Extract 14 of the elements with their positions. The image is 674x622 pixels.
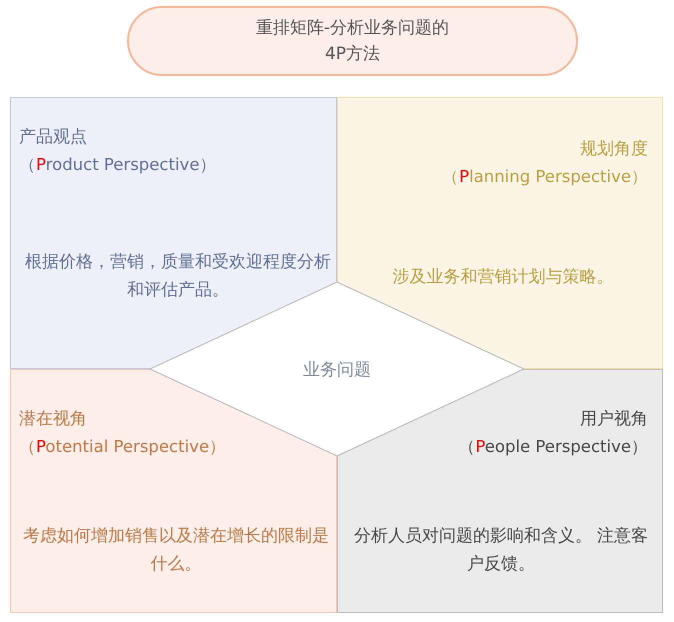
heading-text: 潜在视角	[19, 408, 87, 430]
heading-text: 产品观点	[19, 126, 87, 148]
diamond-label: 业务问题	[303, 358, 371, 380]
body-text: 考虑如何增加销售以及潜在增长的限制是什么。	[22, 525, 330, 576]
subtitle-text: （Product Perspective）	[19, 154, 216, 176]
heading-text: 用户视角	[580, 408, 648, 430]
heading-text: 规划角度	[580, 138, 648, 160]
subtitle-text: （Potential Perspective）	[19, 436, 226, 458]
title-text: 重排矩阵-分析业务问题的4P方法	[254, 17, 450, 66]
subtitle-text: （Planning Perspective）	[442, 166, 648, 188]
subtitle-text: （People Perspective）	[458, 436, 648, 458]
body-text: 根据价格，营销，质量和受欢迎程度分析和评估产品。	[24, 251, 332, 302]
body-text: 分析人员对问题的影响和含义。 注意客户反馈。	[352, 525, 650, 576]
body-text: 涉及业务和营销计划与策略。	[392, 266, 614, 289]
